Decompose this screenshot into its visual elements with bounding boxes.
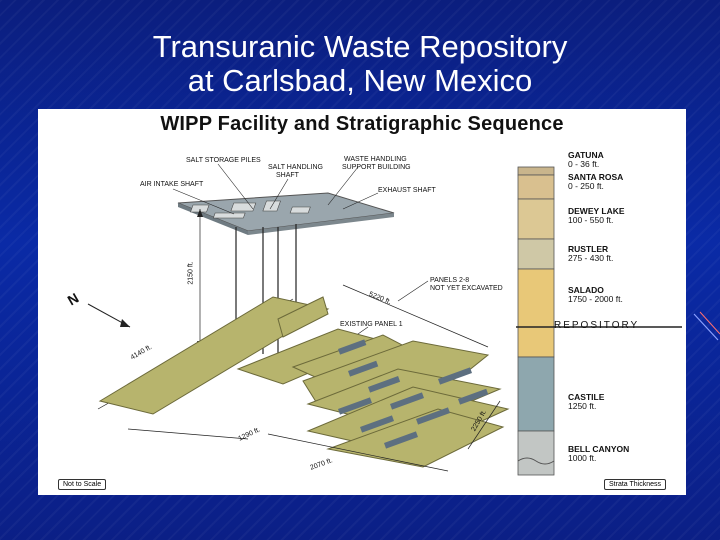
panel-rooms <box>337 339 489 449</box>
underground-tunnels <box>98 296 510 468</box>
dim-2150: 2150 ft. <box>187 261 195 285</box>
stratum-thickness: 100 - 550 ft. <box>568 215 614 225</box>
repository-label: REPOSITORY <box>554 320 640 331</box>
diagram-artwork <box>87 163 682 476</box>
stratum-name: DEWEY LAKE <box>568 206 625 216</box>
slide-title-line-1: Transuranic Waste Repository <box>152 29 568 64</box>
stratum-dewey-lake: DEWEY LAKE 100 - 550 ft. <box>568 207 625 225</box>
stratum-thickness: 1000 ft. <box>568 453 597 463</box>
label-existing-panel-1: EXISTING PANEL 1 <box>340 321 403 328</box>
stratum-thickness: 1250 ft. <box>568 401 597 411</box>
label-waste-handling-2: SUPPORT BUILDING <box>342 164 411 171</box>
stratum-name: GATUNA <box>568 150 604 160</box>
stratum-thickness: 0 - 250 ft. <box>568 181 604 191</box>
stratum-name: SANTA ROSA <box>568 172 624 182</box>
stratum-thickness: 1750 - 2000 ft. <box>568 294 623 304</box>
stratum-thickness: 275 - 430 ft. <box>568 253 614 263</box>
stratum-bell-canyon: BELL CANYON 1000 ft. <box>568 445 629 463</box>
stratum-name: BELL CANYON <box>568 444 630 454</box>
stratum-thickness: 0 - 36 ft. <box>568 159 600 169</box>
stratum-gatuna: GATUNA 0 - 36 ft. <box>568 151 604 169</box>
stratum-name: RUSTLER <box>568 244 609 254</box>
label-waste-handling-1: WASTE HANDLING <box>344 156 407 163</box>
label-panels-2-8: PANELS 2-8 <box>430 277 470 284</box>
surface-buildings <box>190 200 311 219</box>
label-air-intake-shaft: AIR INTAKE SHAFT <box>140 181 204 188</box>
slide-title-line-2: at Carlsbad, New Mexico <box>187 63 533 98</box>
label-salt-storage-piles: SALT STORAGE PILES <box>186 157 261 164</box>
north-arrow-icon <box>87 303 131 328</box>
diagram-title: WIPP Facility and Stratigraphic Sequence <box>160 113 564 135</box>
surface-facility-plate <box>177 192 395 232</box>
not-to-scale-label: Not to Scale <box>58 479 107 490</box>
strata-thickness-label: Strata Thickness <box>604 479 667 490</box>
slide-title: Transuranic Waste Repository at Carlsbad… <box>0 30 720 98</box>
decorative-corner-lines <box>693 311 720 341</box>
strat-column <box>517 166 555 476</box>
stratum-name: CASTILE <box>568 392 605 402</box>
label-salt-handling-shaft-1: SALT HANDLING <box>268 164 323 171</box>
stratum-castile: CASTILE 1250 ft. <box>568 393 604 411</box>
stratum-name: SALADO <box>568 285 604 295</box>
label-exhaust-shaft: EXHAUST SHAFT <box>378 187 436 194</box>
stratum-santa-rosa: SANTA ROSA 0 - 250 ft. <box>568 173 623 191</box>
label-not-yet-excavated: NOT YET EXCAVATED <box>430 285 503 292</box>
label-salt-handling-shaft-2: SHAFT <box>276 172 299 179</box>
stratum-rustler: RUSTLER 275 - 430 ft. <box>568 245 613 263</box>
wipp-diagram: WIPP Facility and Stratigraphic Sequence… <box>38 109 686 495</box>
stratum-salado: SALADO 1750 - 2000 ft. <box>568 286 623 304</box>
